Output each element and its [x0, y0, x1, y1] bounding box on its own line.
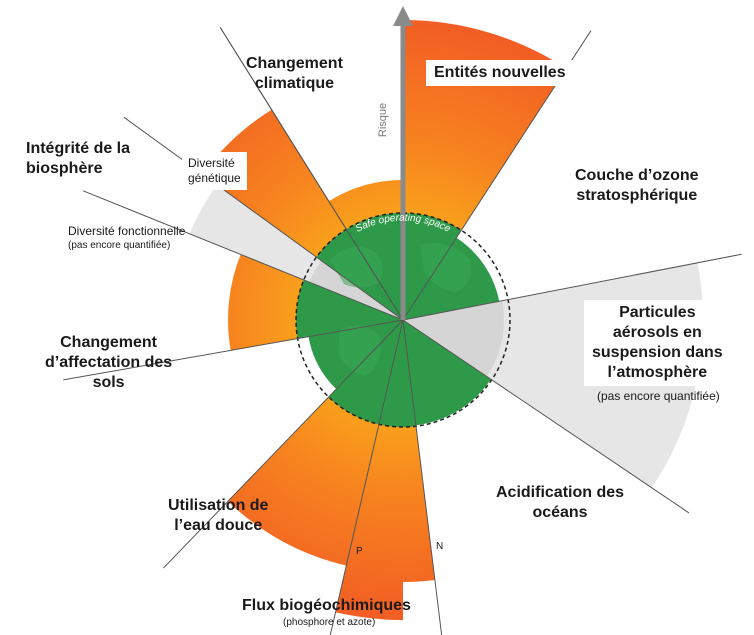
label-climate-change: Changement climatique [246, 55, 343, 92]
label-novel-entities: Entités nouvelles [426, 60, 574, 86]
risk-axis-label: Risque [377, 103, 389, 137]
separator-line [63, 319, 404, 381]
separator-line [402, 319, 690, 514]
label-biogeochemical-note: (phosphore et azote) [283, 617, 376, 628]
label-aerosols: Particules aérosols en suspension dans l… [584, 300, 731, 386]
label-ocean-acidification: Acidification des océans [496, 484, 625, 521]
label-land-use: Changement d’affectation des sols [45, 334, 173, 391]
label-biosphere-integrity: Intégrité de la biosphère [26, 140, 131, 177]
label-ozone: Couche d’ozone stratosphérique [575, 167, 699, 204]
earth-land [330, 243, 472, 376]
label-genetic-diversity: Diversité génétique [182, 152, 247, 190]
label-functional-note: (pas encore quantifiée) [68, 240, 171, 251]
wedge-land-safe [295, 279, 403, 339]
separator-line [82, 190, 404, 321]
wedge-ocean [403, 320, 491, 426]
separator-line [329, 319, 404, 635]
label-nitrogen: N [436, 541, 444, 552]
separator-line [123, 116, 404, 321]
risk-axis [393, 6, 413, 320]
separator-line [162, 319, 404, 569]
separator-line [402, 253, 742, 321]
beam-functional-diversity [189, 184, 403, 320]
label-functional-diversity: Diversité fonctionnelle [68, 224, 186, 238]
separator-lines [63, 27, 742, 635]
label-biogeochemical-flows: Flux biogéochimiques [242, 597, 411, 614]
separator-line [219, 27, 404, 321]
safe-space-boundary [295, 212, 511, 428]
label-phosphorus: P [356, 546, 363, 557]
separator-line [402, 319, 443, 635]
label-aerosols-note: (pas encore quantifiée) [597, 389, 720, 403]
label-freshwater: Utilisation de l’eau douce [168, 497, 269, 534]
